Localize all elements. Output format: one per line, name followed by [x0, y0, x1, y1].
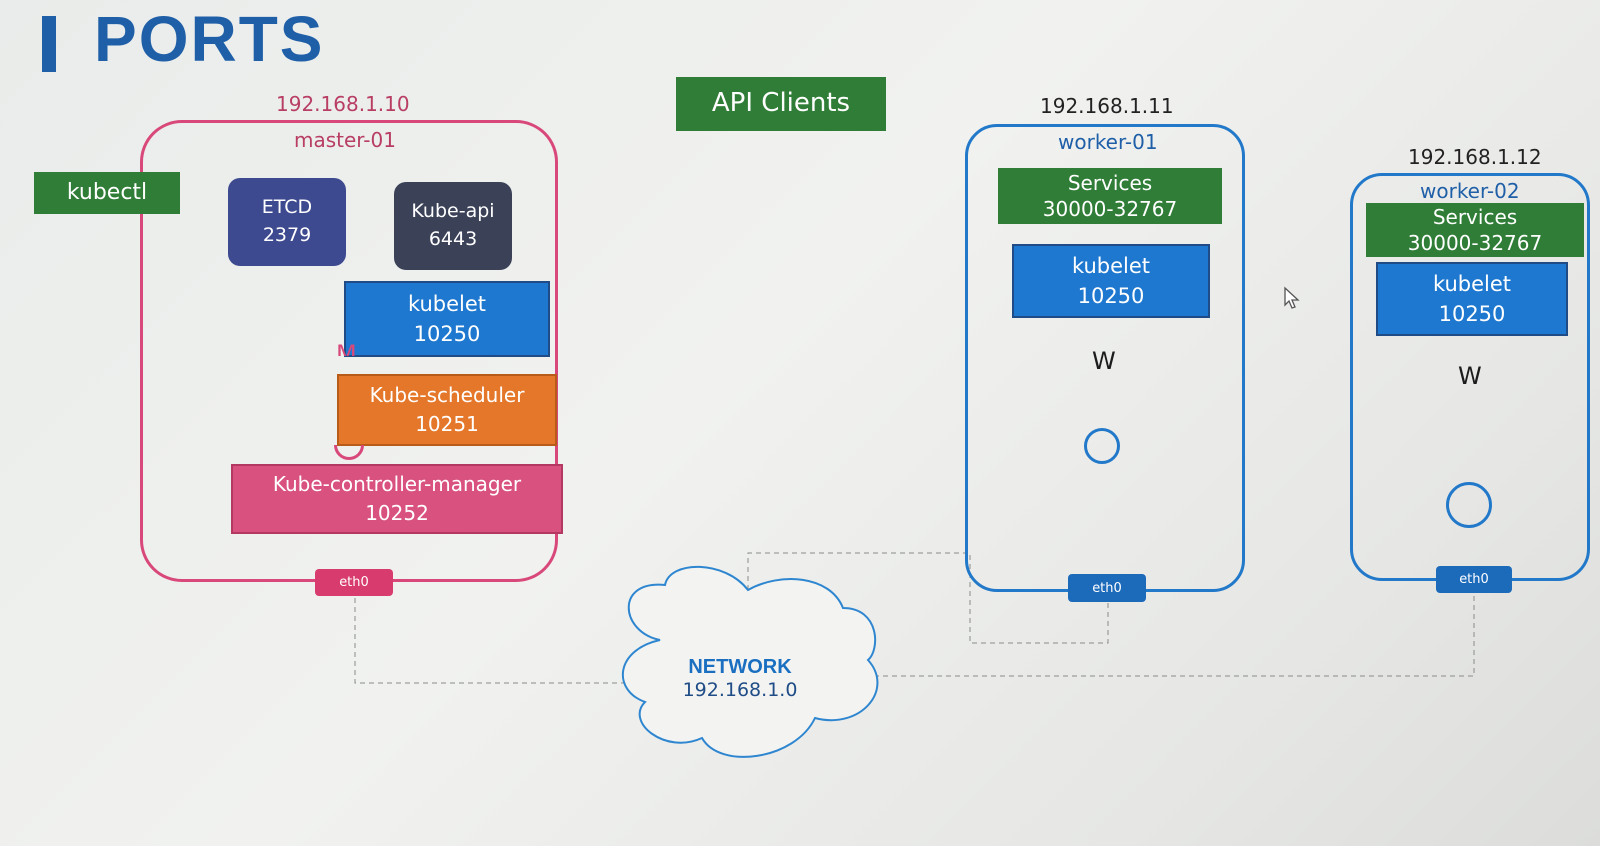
kube-controller-manager-box: Kube-controller-manager 10252: [231, 464, 563, 534]
etcd-name: ETCD: [261, 196, 313, 219]
worker01-name: worker-01: [1058, 130, 1158, 154]
kube-api-box: Kube-api 6443: [394, 182, 512, 270]
worker01-node-circle: [1084, 428, 1120, 464]
worker01-link-line: [747, 552, 1109, 644]
kube-controller-manager-port: 10252: [365, 501, 429, 525]
kube-controller-manager-name: Kube-controller-manager: [272, 472, 522, 496]
worker02-kubelet-name: kubelet: [1432, 271, 1512, 296]
api-clients-box: API Clients: [676, 77, 886, 131]
network-subnet: 192.168.1.0: [682, 678, 798, 701]
worker02-link-line: [864, 596, 1475, 677]
worker01-services-ports: 30000-32767: [1042, 197, 1178, 221]
master-name: master-01: [294, 128, 396, 152]
worker02-eth0-port: eth0: [1436, 566, 1512, 593]
master-kubelet-port: 10250: [413, 322, 481, 346]
etcd-port: 2379: [262, 224, 312, 246]
slide-title: PORTS: [94, 3, 325, 75]
kube-api-port: 6443: [428, 228, 478, 250]
network-label: NETWORK: [688, 655, 792, 678]
worker01-w-label: W: [1092, 347, 1116, 375]
worker01-eth0-label: eth0: [1092, 580, 1122, 596]
master-ip: 192.168.1.10: [276, 92, 410, 116]
worker01-services-name: Services: [1067, 171, 1153, 195]
kubectl-box: kubectl: [34, 172, 180, 214]
worker01-kubelet-box: kubelet 10250: [1012, 244, 1210, 318]
kube-scheduler-box: Kube-scheduler 10251: [337, 374, 557, 446]
worker01-eth0-port: eth0: [1068, 574, 1146, 602]
title-accent-bar: [42, 16, 56, 72]
master-link-line: [354, 598, 640, 684]
api-clients-label: API Clients: [711, 88, 851, 119]
network-cloud: [621, 565, 879, 758]
mouse-cursor-icon: [1284, 286, 1300, 309]
worker01-services-box: Services 30000-32767: [998, 168, 1222, 224]
worker02-eth0-label: eth0: [1459, 572, 1489, 587]
worker02-services-name: Services: [1432, 205, 1518, 229]
worker01-ip: 192.168.1.11: [1040, 94, 1174, 118]
worker02-services-box: Services 30000-32767: [1366, 203, 1584, 257]
master-eth0-label: eth0: [339, 575, 369, 590]
master-kubelet-name: kubelet: [407, 291, 487, 316]
worker02-ip: 192.168.1.12: [1408, 145, 1542, 169]
kube-scheduler-port: 10251: [415, 412, 479, 436]
worker01-kubelet-name: kubelet: [1071, 253, 1151, 278]
worker02-kubelet-port: 10250: [1438, 302, 1506, 326]
master-kubelet-box: kubelet 10250: [344, 281, 550, 357]
worker02-w-label: W: [1458, 362, 1482, 390]
kube-api-name: Kube-api: [411, 200, 495, 223]
worker01-kubelet-port: 10250: [1077, 284, 1145, 308]
master-m-label: M: [336, 340, 357, 356]
network-connectors: [354, 552, 1475, 684]
network-label-group: NETWORK 192.168.1.0: [650, 648, 830, 708]
etcd-box: ETCD 2379: [228, 178, 346, 266]
worker02-kubelet-box: kubelet 10250: [1376, 262, 1568, 336]
worker02-services-ports: 30000-32767: [1407, 231, 1543, 255]
worker02-node-circle: [1446, 482, 1492, 528]
kube-scheduler-name: Kube-scheduler: [369, 383, 525, 407]
kubectl-label: kubectl: [66, 180, 148, 206]
master-eth0-port: eth0: [315, 569, 393, 596]
worker02-name: worker-02: [1420, 179, 1520, 203]
